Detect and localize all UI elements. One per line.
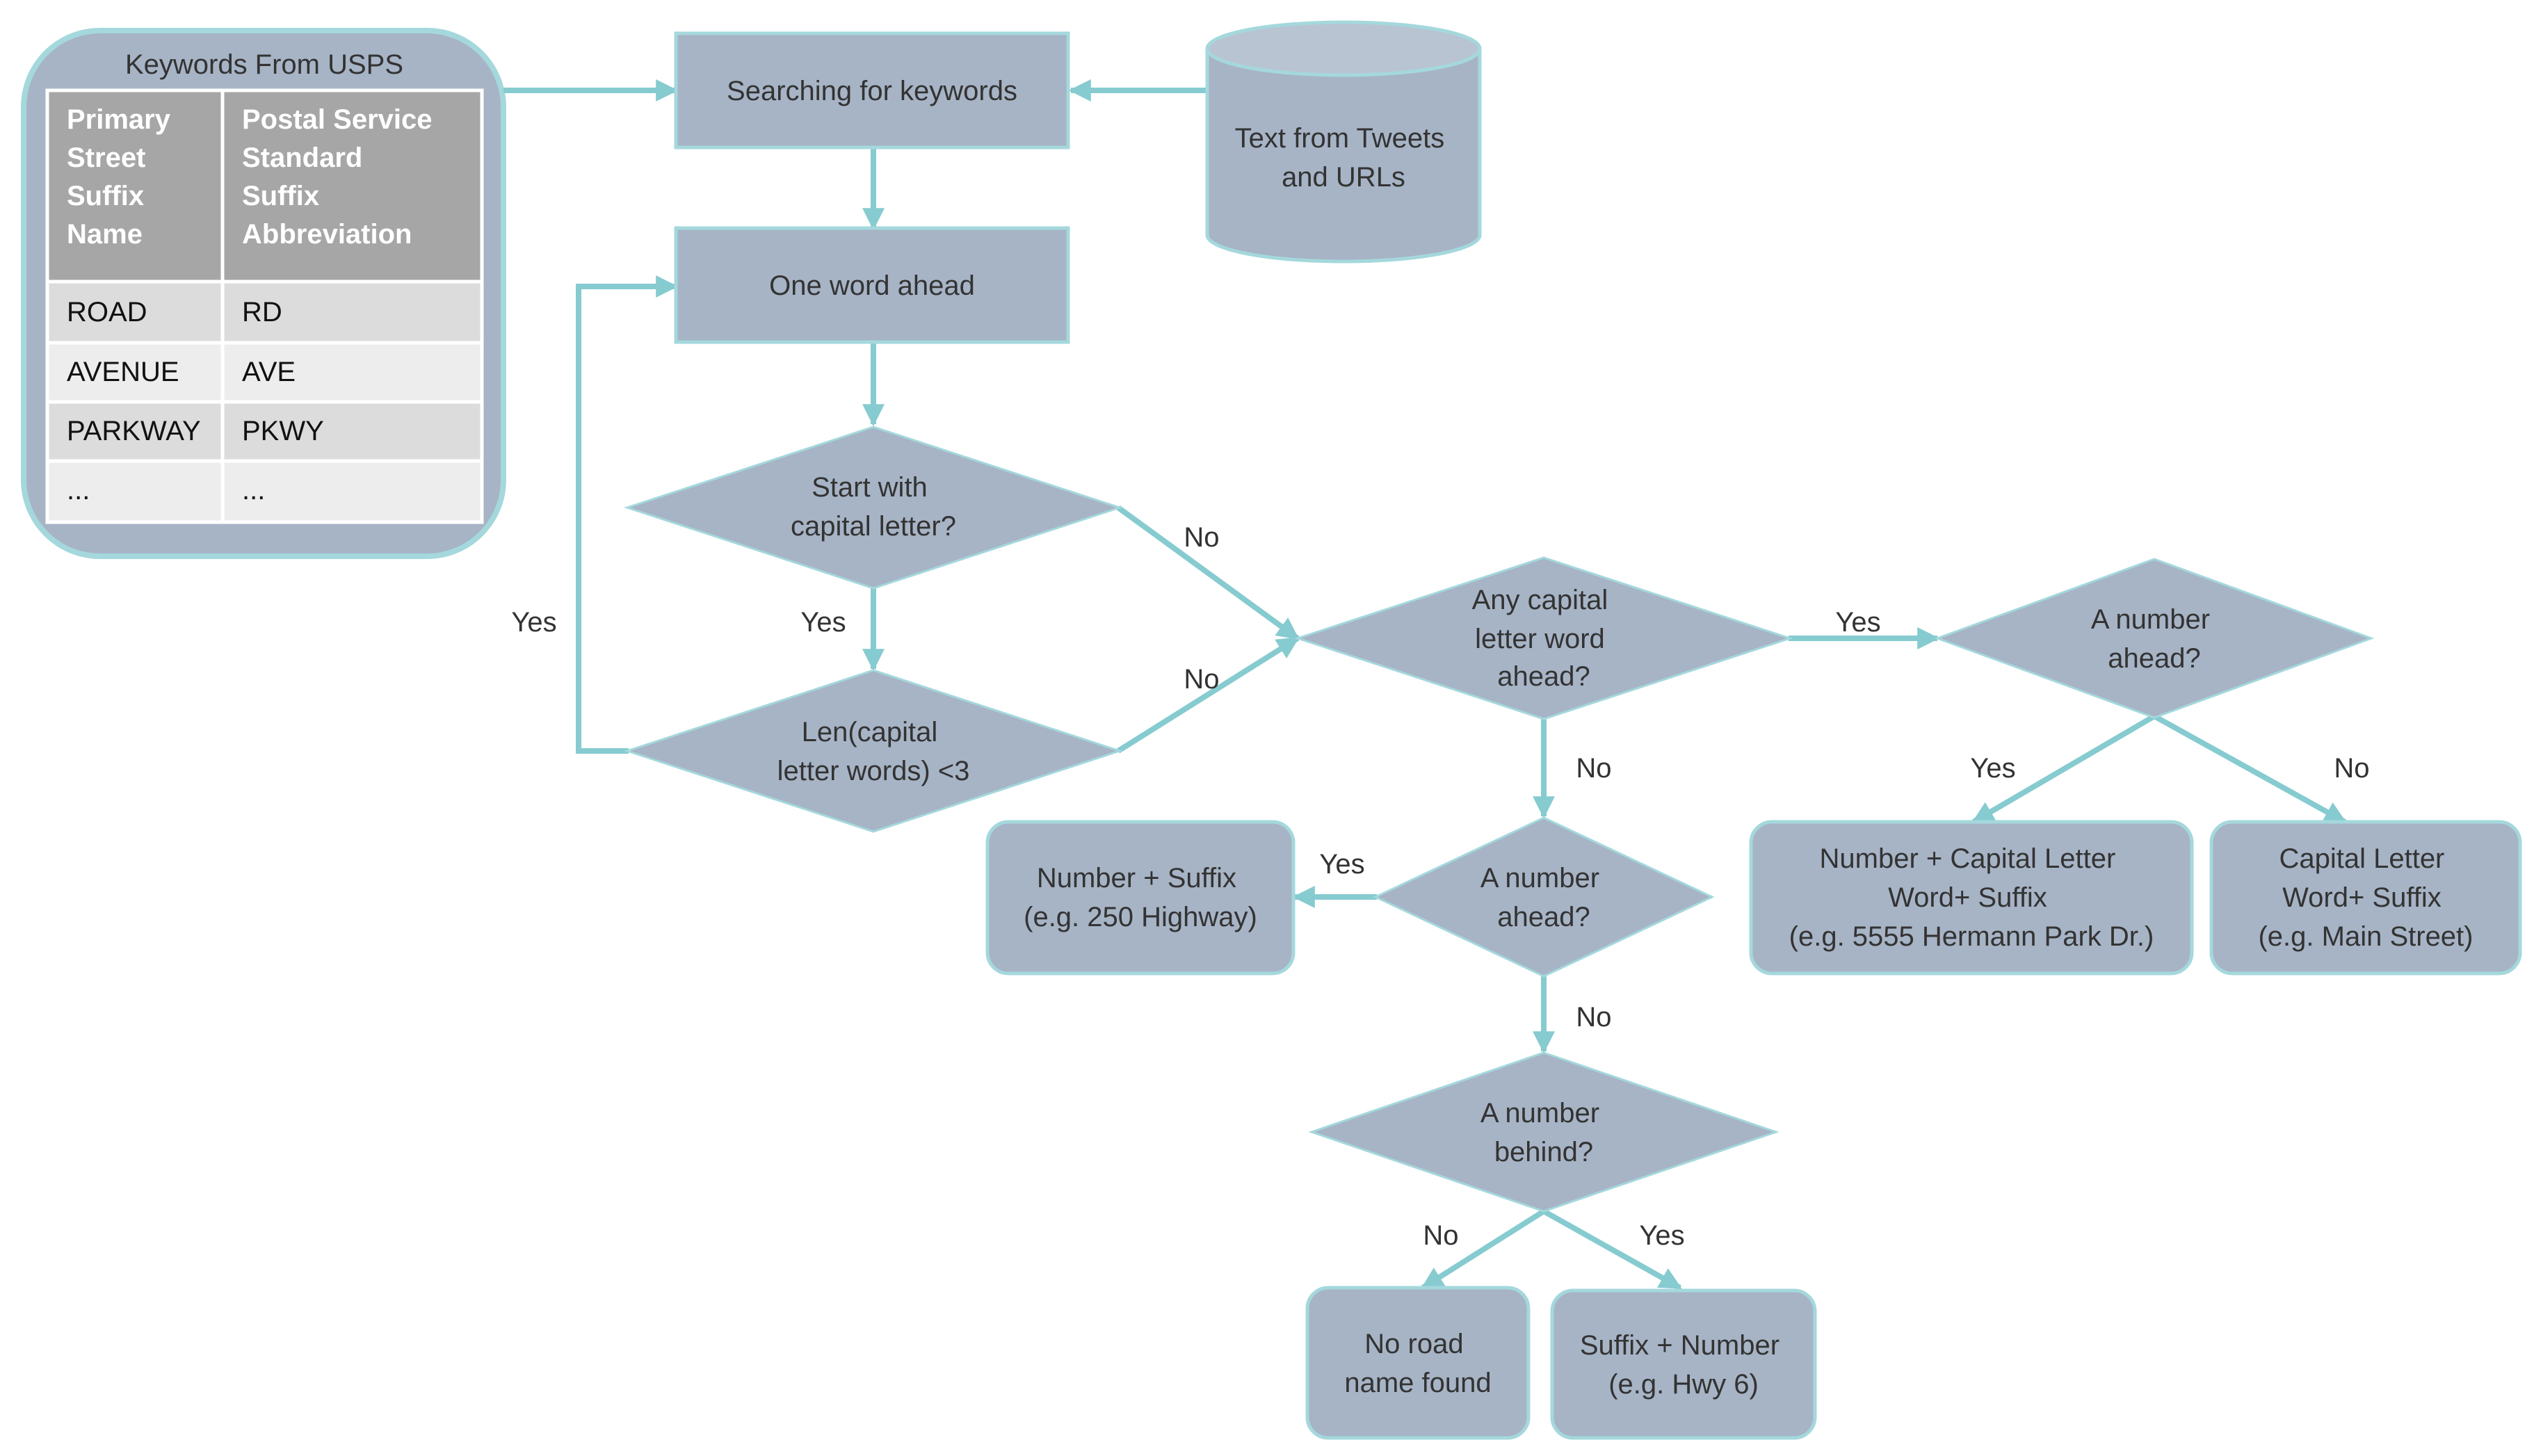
edge-label-start-no: No — [1184, 522, 1219, 553]
node-label: A number behind? — [1480, 1098, 1607, 1167]
arrow-right-yes — [1971, 713, 2156, 825]
node-label: Len(capital letter words) <3 — [777, 717, 970, 786]
arrow-len-no — [1116, 636, 1300, 754]
edge-label-right-yes: Yes — [1970, 753, 2015, 784]
table-header-col2: Postal Service Standard Suffix Abbreviat… — [242, 104, 440, 250]
node-label: Start with capital letter? — [791, 472, 956, 542]
edge-label-any-yes: Yes — [1835, 607, 1880, 638]
edge-label-mid-yes: Yes — [1319, 849, 1364, 880]
datasource-tweets-urls: Text from Tweets and URLs — [1205, 20, 1482, 264]
decision-number-ahead-right: A number ahead? — [1934, 558, 2375, 719]
process-searching-keywords: Searching for keywords — [674, 31, 1070, 149]
edge-label-behind-yes: Yes — [1639, 1220, 1684, 1251]
decision-number-ahead-mid: A number ahead? — [1373, 816, 1715, 978]
table-cell: ROAD — [67, 297, 147, 327]
keywords-table: Primary Street Suffix Name Postal Servic… — [45, 88, 484, 524]
arrow-right-no — [2153, 713, 2347, 825]
node-label: Number + Suffix (e.g. 250 Highway) — [1024, 863, 1257, 932]
decision-number-behind: A number behind? — [1308, 1051, 1780, 1213]
edge-label-right-no: No — [2334, 753, 2369, 784]
decision-any-capital: Any capital letter word ahead? — [1294, 556, 1793, 720]
node-label: Any capital letter word ahead? — [1472, 585, 1616, 692]
table-row: PARKWAY PKWY — [45, 400, 484, 463]
node-label: A number ahead? — [1480, 863, 1607, 932]
edge-labels: No Yes No Yes Yes No Yes No Yes No No Ye… — [511, 522, 2369, 1251]
decision-len-capital: Len(capital letter words) <3 — [624, 669, 1123, 833]
result-capital-suffix: Capital Letter Word+ Suffix (e.g. Main S… — [2209, 820, 2522, 976]
connectors — [503, 79, 2347, 1291]
edge-label-start-yes: Yes — [800, 607, 846, 638]
table-cell: PARKWAY — [67, 416, 201, 446]
result-number-capital-suffix: Number + Capital Letter Word+ Suffix (e.… — [1749, 820, 2194, 976]
result-suffix-number: Suffix + Number (e.g. Hwy 6) — [1550, 1288, 1817, 1440]
decision-start-capital: Start with capital letter? — [624, 426, 1123, 590]
table-header-row — [45, 88, 484, 284]
table-row: AVENUE AVE — [45, 341, 484, 404]
table-row: ... ... — [45, 459, 484, 524]
node-label: One word ahead — [769, 270, 975, 301]
edge-label-any-no: No — [1576, 753, 1611, 784]
table-row: ROAD RD — [45, 280, 484, 345]
node-label: No road name found — [1344, 1329, 1491, 1398]
edge-label-len-yes: Yes — [511, 607, 556, 638]
node-label: Number + Capital Letter Word+ Suffix (e.… — [1789, 843, 2154, 952]
table-cell: AVE — [242, 357, 296, 387]
node-label: Suffix + Number (e.g. Hwy 6) — [1580, 1330, 1787, 1400]
edge-label-behind-no: No — [1423, 1220, 1458, 1251]
table-cell: ... — [67, 475, 90, 505]
process-one-word-ahead: One word ahead — [674, 226, 1070, 344]
table-cell: RD — [242, 297, 282, 327]
arrow-len-yes-loop — [576, 275, 679, 754]
node-label: A number ahead? — [2091, 604, 2218, 674]
table-cell: PKWY — [242, 416, 324, 446]
result-no-road-name: No road name found — [1305, 1286, 1531, 1440]
arrow-start-no — [1116, 505, 1300, 641]
edge-label-mid-no: No — [1576, 1002, 1611, 1033]
node-label: Capital Letter Word+ Suffix (e.g. Main S… — [2258, 843, 2473, 952]
node-label: Searching for keywords — [727, 76, 1017, 106]
result-number-suffix: Number + Suffix (e.g. 250 Highway) — [985, 820, 1296, 976]
arrow-behind-yes — [1542, 1208, 1682, 1291]
arrow-behind-no — [1421, 1208, 1546, 1291]
edge-label-len-no: No — [1184, 664, 1219, 695]
node-label: Text from Tweets and URLs — [1235, 123, 1453, 193]
keywords-panel-title: Keywords From USPS — [125, 49, 403, 80]
keywords-panel: Keywords From USPS Primary Street Suffix… — [21, 28, 506, 559]
table-header-col1: Primary Street Suffix Name — [67, 104, 178, 250]
table-cell: ... — [242, 475, 265, 505]
table-cell: AVENUE — [67, 357, 179, 387]
